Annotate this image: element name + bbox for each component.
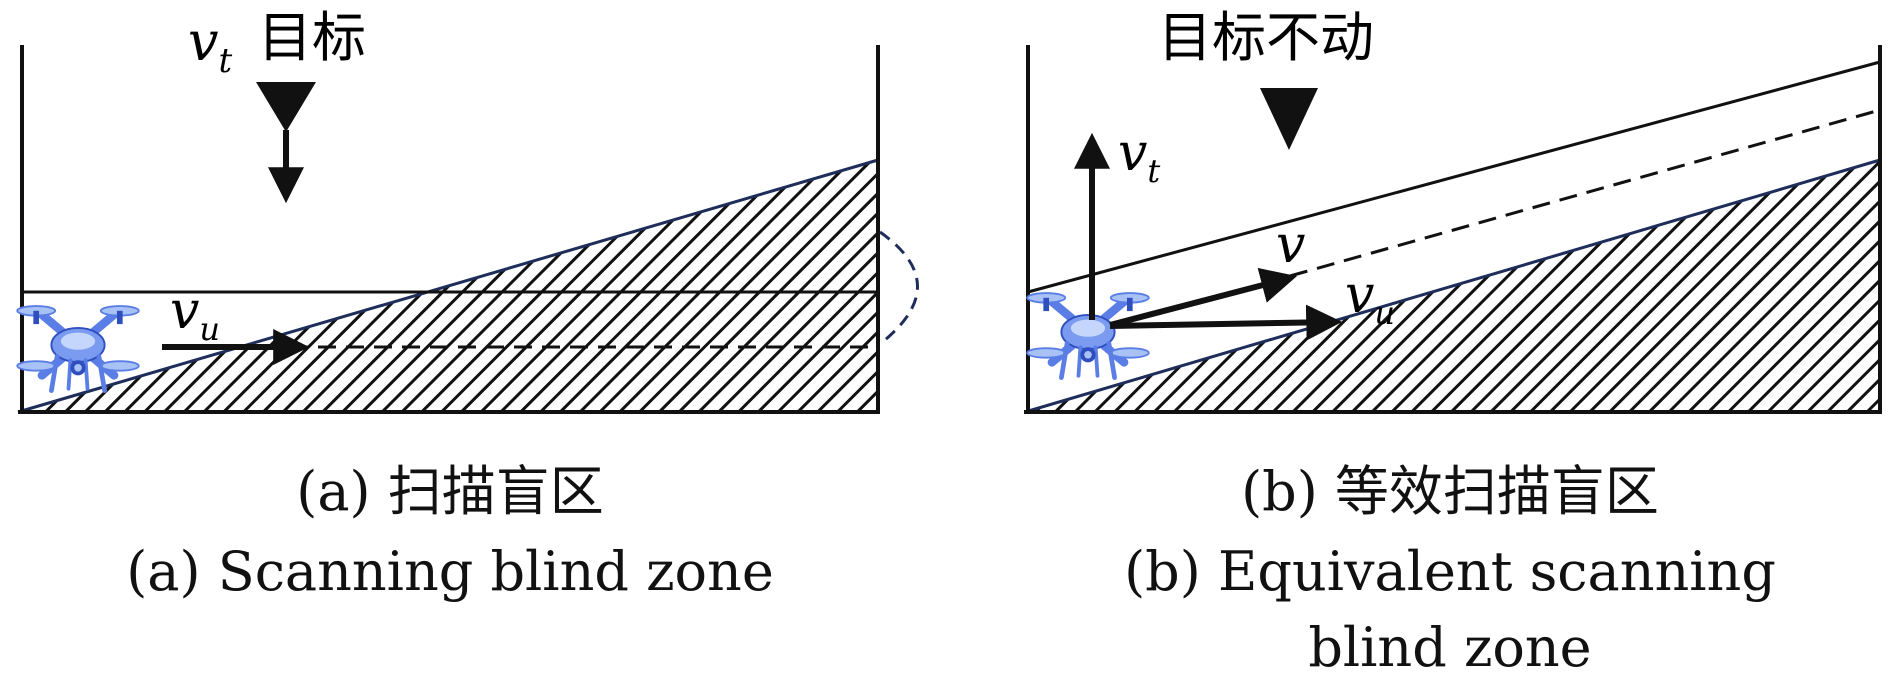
caption-b-en-line2: blind zone: [1308, 616, 1591, 679]
caption-b-cn: (b) 等效扫描盲区: [1241, 460, 1659, 523]
combined-velocity-label-b: v: [1276, 215, 1305, 275]
triangle-target-marker-icon: [1260, 88, 1318, 150]
combined-velocity-arrow-b: [1109, 267, 1297, 328]
scan-band-top-b: [1027, 60, 1881, 294]
quadcopter-drone-icon: [1027, 293, 1149, 378]
panel-b: 目标不动 vt v vu: [1024, 6, 1882, 414]
caption-a-cn: (a) 扫描盲区: [296, 460, 604, 523]
scan-arc-a: [879, 230, 919, 346]
blind-zone-edge-a: [17, 158, 879, 414]
uav-velocity-label-b: vu: [1345, 265, 1395, 332]
blind-zone-edge-b: [1024, 158, 1881, 414]
panel-a: vt 目标 vu: [17, 6, 919, 414]
triangle-target-marker-icon: [256, 82, 316, 132]
target-label-a: 目标: [258, 6, 366, 69]
caption-b-en-line1: (b) Equivalent scanning: [1124, 540, 1776, 603]
quadcopter-drone-icon: [17, 306, 139, 391]
uav-velocity-arrow-b: [1109, 304, 1343, 341]
target-velocity-label-a: vt: [188, 10, 233, 81]
caption-a-en: (a) Scanning blind zone: [126, 540, 774, 603]
uav-velocity-label-a: vu: [170, 281, 220, 348]
scan-band-dashed-b: [1289, 108, 1881, 278]
target-label-b: 目标不动: [1158, 6, 1374, 69]
target-velocity-label-b: vt: [1118, 123, 1160, 190]
